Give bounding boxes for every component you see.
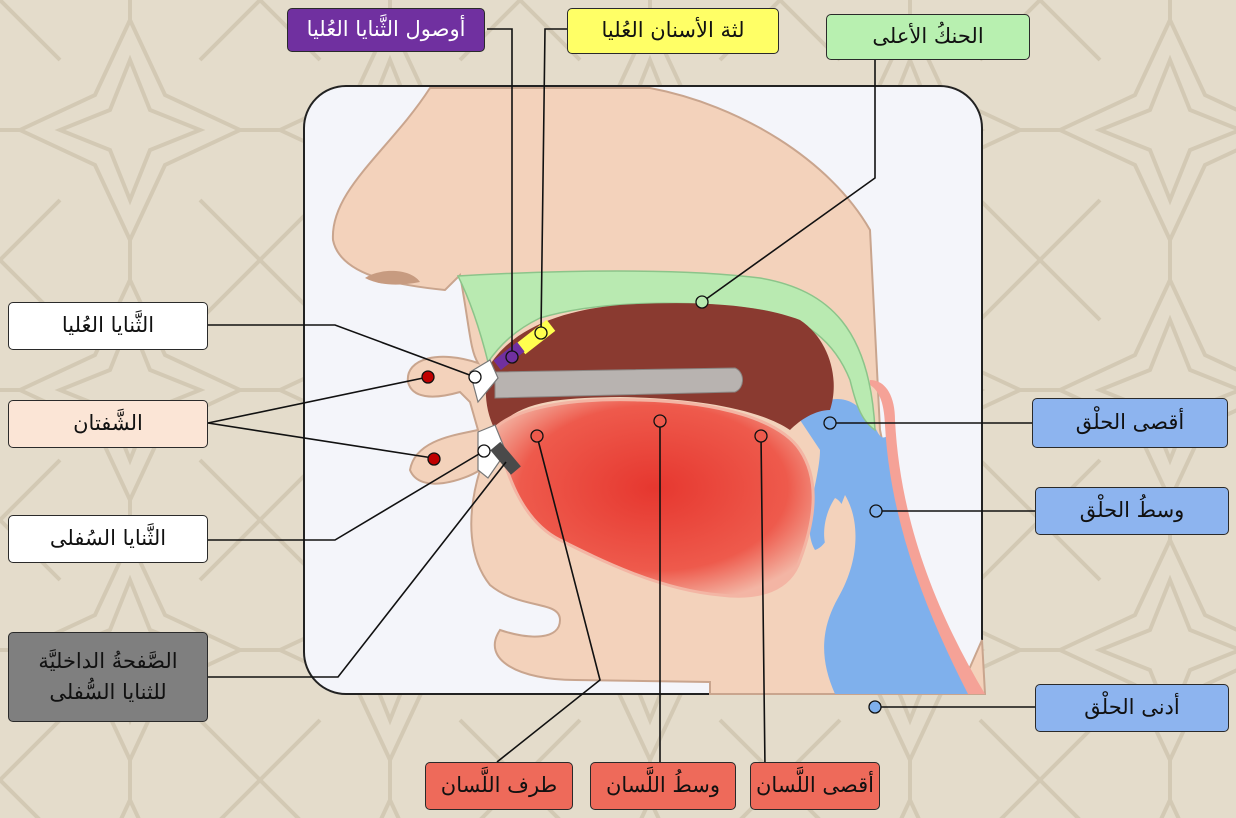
label-hard-palate-text: الحنكُ الأعلى [872,21,983,53]
label-lips-text: الشَّفتان [73,408,143,440]
label-inner-surface: الصَّفحةُ الداخليَّة للثنايا السُّفلى [8,632,208,722]
label-tongue-tip: طرف اللَّسان [425,762,573,810]
point-lower-incisors [478,445,490,457]
label-tongue-back-text: أقصى اللَّسان [756,770,874,802]
label-hard-palate: الحنكُ الأعلى [826,14,1030,60]
label-gum-upper-teeth-text: لثة الأسنان العُليا [602,15,745,47]
label-throat-near: أدنى الحلْق [1035,684,1229,732]
point-lip-lower [428,453,440,465]
label-throat-deep-text: أقصى الحلْق [1076,407,1185,439]
label-tongue-tip-text: طرف اللَّسان [441,770,557,802]
label-lower-incisors-text: الثَّنايا السُفلى [50,523,166,555]
label-throat-middle: وسطُ الحلْق [1035,487,1229,535]
point-throat-deep [824,417,836,429]
label-tongue-middle-text: وسطُ اللَّسان [606,770,720,802]
point-gum [535,327,547,339]
point-throat-middle [870,505,882,517]
point-roots [506,351,518,363]
label-upper-incisors: الثَّنايا العُليا [8,302,208,350]
point-tongue-middle [654,415,666,427]
label-roots-upper-incisors-text: أوصول الثَّنايا العُليا [307,14,466,46]
label-upper-incisors-text: الثَّنايا العُليا [62,310,154,342]
label-inner-surface-line2: للثنايا السُّفلى [49,677,166,709]
label-throat-near-text: أدنى الحلْق [1084,692,1179,724]
point-tongue-back [755,430,767,442]
point-lip-upper [422,371,434,383]
point-tongue-tip [531,430,543,442]
label-inner-surface-line1: الصَّفحةُ الداخليَّة [38,646,177,678]
label-tongue-back: أقصى اللَّسان [750,762,880,810]
label-tongue-middle: وسطُ اللَّسان [590,762,736,810]
label-gum-upper-teeth: لثة الأسنان العُليا [567,8,779,54]
point-upper-incisors [469,371,481,383]
label-lower-incisors: الثَّنايا السُفلى [8,515,208,563]
label-lips: الشَّفتان [8,400,208,448]
label-roots-upper-incisors: أوصول الثَّنايا العُليا [287,8,485,52]
point-palate [696,296,708,308]
label-throat-deep: أقصى الحلْق [1032,398,1228,448]
point-throat-near [869,701,881,713]
label-throat-middle-text: وسطُ الحلْق [1080,495,1185,527]
